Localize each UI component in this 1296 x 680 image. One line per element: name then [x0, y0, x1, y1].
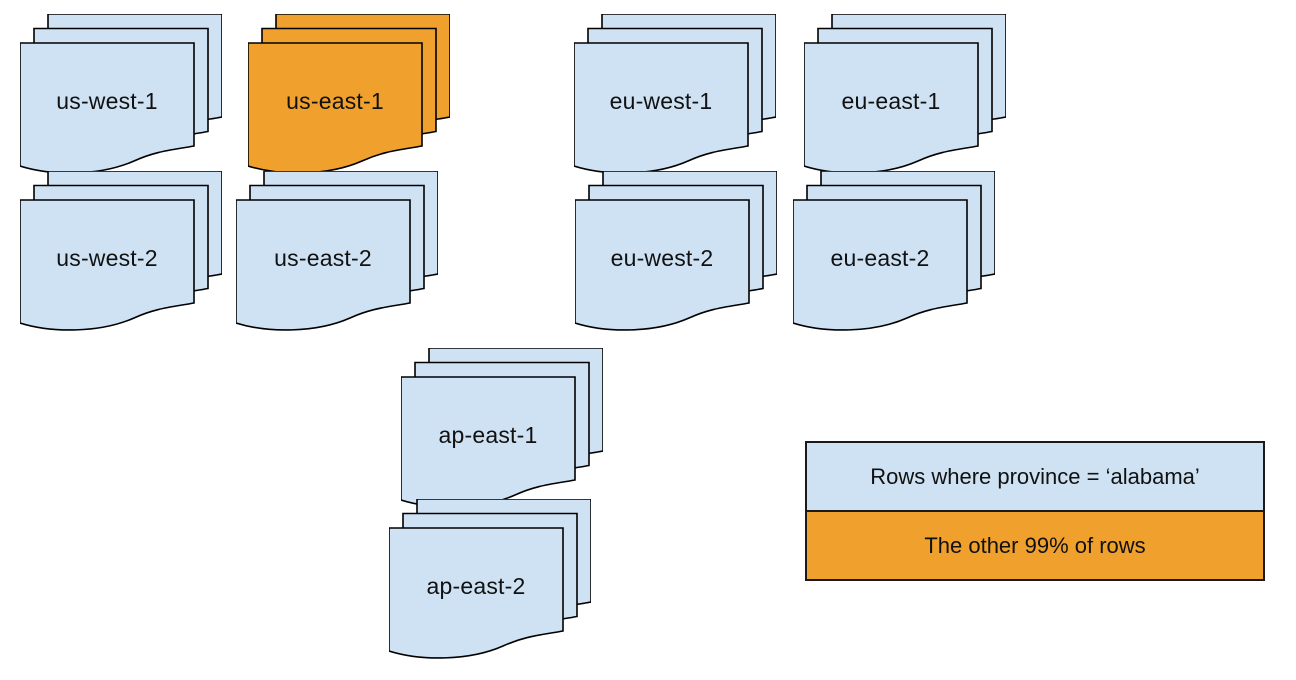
document-stack-icon — [248, 14, 450, 174]
region-stack-eu-east-2: eu-east-2 — [793, 171, 995, 331]
document-stack-icon — [401, 348, 603, 508]
document-stack-icon — [575, 171, 777, 331]
document-stack-icon — [20, 171, 222, 331]
document-stack-icon — [804, 14, 1006, 174]
region-stack-us-east-1: us-east-1 — [248, 14, 450, 174]
legend: Rows where province = ‘alabama’ The othe… — [805, 441, 1265, 581]
region-stack-eu-west-1: eu-west-1 — [574, 14, 776, 174]
region-stack-ap-east-1: ap-east-1 — [401, 348, 603, 508]
legend-item-other-rows: The other 99% of rows — [805, 510, 1265, 581]
region-stack-us-west-2: us-west-2 — [20, 171, 222, 331]
legend-item-alabama-rows: Rows where province = ‘alabama’ — [805, 441, 1265, 512]
document-stack-icon — [236, 171, 438, 331]
region-stack-eu-east-1: eu-east-1 — [804, 14, 1006, 174]
document-stack-icon — [389, 499, 591, 659]
document-stack-icon — [793, 171, 995, 331]
legend-item-label: Rows where province = ‘alabama’ — [870, 463, 1200, 489]
region-stack-us-west-1: us-west-1 — [20, 14, 222, 174]
region-stack-eu-west-2: eu-west-2 — [575, 171, 777, 331]
document-stack-icon — [20, 14, 222, 174]
region-stack-ap-east-2: ap-east-2 — [389, 499, 591, 659]
legend-item-label: The other 99% of rows — [924, 532, 1146, 558]
document-stack-icon — [574, 14, 776, 174]
region-stack-us-east-2: us-east-2 — [236, 171, 438, 331]
